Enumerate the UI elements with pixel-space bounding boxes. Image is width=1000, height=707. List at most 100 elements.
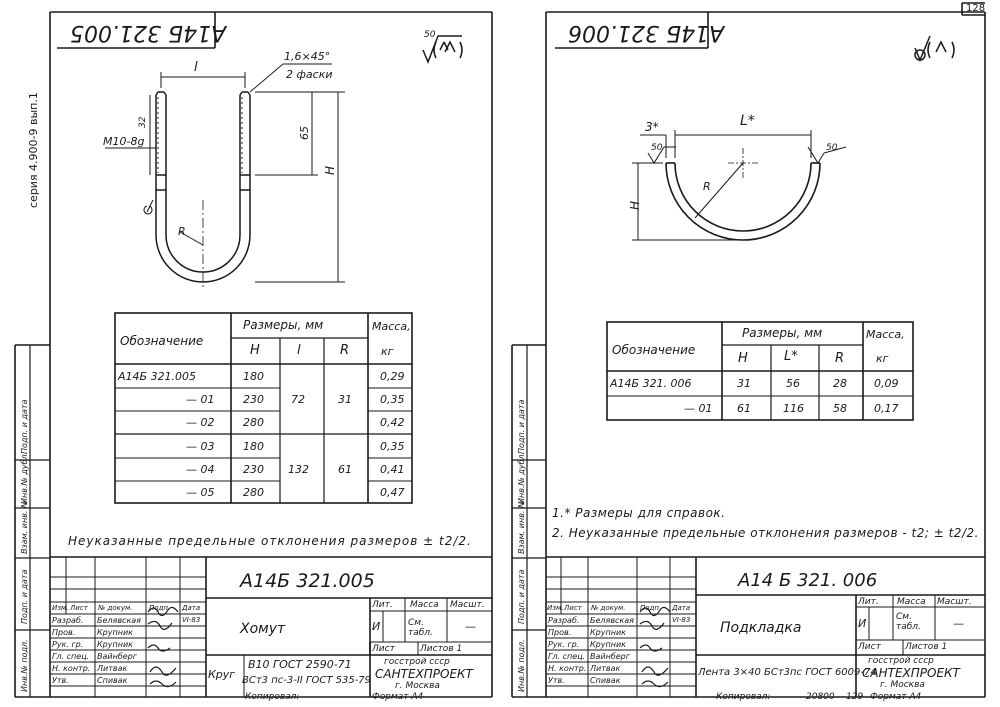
s2-role-2: Пров. bbox=[548, 628, 572, 637]
t1-row6-H: 280 bbox=[243, 486, 264, 499]
s2-stamp-material: Лента 3×40 БСт3пс ГОСТ 6009-74 bbox=[698, 667, 877, 678]
s2-name-1: Белявская bbox=[590, 616, 634, 625]
dim-thread: M10-8g bbox=[103, 135, 145, 148]
s1-stamp-lit: Лит. bbox=[372, 600, 393, 610]
s2-role-5: Н. контр. bbox=[548, 664, 587, 673]
s1-col-izm: Изм. bbox=[52, 604, 69, 612]
t1-row1-H: 180 bbox=[243, 370, 264, 383]
t1-row5-mass: 0,41 bbox=[380, 463, 405, 476]
t1-row4-des: — 03 bbox=[186, 440, 215, 453]
t2-row1-R: 28 bbox=[833, 377, 847, 390]
s1-stamp-scale: Масшт. bbox=[450, 600, 485, 610]
sheet1-note: Неуказанные предельные отклонения размер… bbox=[68, 534, 472, 548]
t1-group2-R: 61 bbox=[338, 463, 352, 476]
s2-side-label-3: Взам. инв. № bbox=[517, 499, 526, 554]
s1-stamp-org1: госстрой ссср bbox=[384, 657, 450, 667]
s1-stamp-org2: САНТЕХПРОЕКТ bbox=[375, 667, 473, 681]
s2-stamp-org2: САНТЕХПРОЕКТ bbox=[862, 666, 960, 680]
s2-col-izm: Изм. bbox=[547, 604, 564, 612]
t1-row5-H: 230 bbox=[243, 463, 264, 476]
t2-sub-L: L* bbox=[784, 349, 798, 364]
s2-col-doc: № докум. bbox=[591, 604, 626, 612]
dim-thread-len: 32 bbox=[138, 116, 148, 128]
s1-stamp-sheets: Листов 1 bbox=[420, 644, 463, 654]
s2-col-list: Лист bbox=[564, 604, 582, 612]
pad-roughness-right: 50 bbox=[826, 143, 838, 153]
s1-side-label-5: Подп. и дата bbox=[20, 399, 29, 455]
sheet2-code-mirrored: А14Б 321.006 bbox=[568, 20, 725, 45]
s1-stamp-mass: Масса bbox=[410, 600, 439, 610]
s1-role-5: Н. контр. bbox=[52, 664, 91, 673]
s2-stamp-sheet: Лист bbox=[858, 642, 881, 652]
s2-stamp-lit-val: И bbox=[858, 617, 867, 630]
s1-stamp-sheet: Лист bbox=[372, 644, 395, 654]
s2-stamp-sheets: Листов 1 bbox=[905, 642, 948, 652]
pad-dim-3: 3* bbox=[645, 120, 659, 134]
s1-col-date: Дата bbox=[182, 604, 201, 612]
s2-copied: Копировал: bbox=[716, 692, 771, 702]
s2-name-3: Крупник bbox=[590, 640, 626, 649]
s2-name-4: Вайнберг bbox=[590, 652, 630, 661]
pad-dim-L: L* bbox=[740, 113, 755, 129]
s1-date: VI-83 bbox=[182, 616, 201, 624]
s2-stamp-code: А14 Б 321. 006 bbox=[738, 570, 878, 591]
t2-head-mass-unit: кг bbox=[876, 352, 889, 365]
t2-head-dims: Размеры, мм bbox=[742, 326, 823, 340]
t1-row6-des: — 05 bbox=[186, 486, 215, 499]
t1-group1-l: 72 bbox=[291, 393, 305, 406]
s1-side-label-1: Инв.№ подл. bbox=[20, 639, 29, 692]
s2-col-date: Дата bbox=[672, 604, 691, 612]
sheet2-note-2: 2. Неуказанные предельные отклонения раз… bbox=[552, 526, 979, 540]
t1-row1-mass: 0,29 bbox=[380, 370, 405, 383]
t1-row4-mass: 0,35 bbox=[380, 440, 405, 453]
t1-sub-H: H bbox=[250, 343, 260, 358]
s2-format: Формат А4 bbox=[870, 692, 922, 702]
t1-group2-l: 132 bbox=[288, 463, 309, 476]
t1-row6-mass: 0,47 bbox=[380, 486, 405, 499]
s2-name-2: Крупник bbox=[590, 628, 626, 637]
s1-name-1: Белявская bbox=[97, 616, 141, 625]
s1-role-2: Пров. bbox=[52, 628, 76, 637]
t1-head-mass-unit: кг bbox=[381, 345, 394, 358]
s2-stamp-org3: г. Москва bbox=[880, 680, 925, 690]
s1-role-1: Разраб. bbox=[52, 616, 84, 625]
pad-roughness-left: 50 bbox=[651, 143, 663, 153]
s2-stamp-scale: Масшт. bbox=[937, 597, 972, 607]
t2-row1-H: 31 bbox=[737, 377, 751, 390]
s2-role-3: Рук. гр. bbox=[548, 640, 580, 649]
sheet1-code-mirrored: А14Б 321.005 bbox=[70, 20, 227, 45]
s2-stamp-mass-val: См. табл. bbox=[896, 612, 921, 632]
s1-side-label-2: Подп. и дата bbox=[20, 569, 29, 625]
t2-sub-H: H bbox=[738, 351, 748, 366]
t2-row1-des: А14Б 321. 006 bbox=[610, 377, 692, 390]
s1-stamp-name: Хомут bbox=[240, 621, 286, 637]
t2-row2-R: 58 bbox=[833, 402, 847, 415]
dim-l: l bbox=[194, 60, 198, 75]
s1-stamp-scale-val: — bbox=[465, 620, 476, 633]
t2-row1-L: 56 bbox=[786, 377, 800, 390]
s1-format: Формат А4 bbox=[372, 692, 424, 702]
t2-row2-L: 116 bbox=[783, 402, 804, 415]
t2-sub-R: R bbox=[835, 351, 845, 366]
t1-row2-H: 230 bbox=[243, 393, 264, 406]
t1-head-designation: Обозначение bbox=[120, 334, 204, 348]
s1-role-4: Гл. спец. bbox=[52, 652, 90, 661]
s1-name-2: Крупник bbox=[97, 628, 133, 637]
s1-col-sign: Подп. bbox=[149, 604, 171, 612]
sheet2-note-1: 1.* Размеры для справок. bbox=[552, 506, 726, 520]
t1-row3-H: 280 bbox=[243, 416, 264, 429]
s1-name-3: Крупник bbox=[97, 640, 133, 649]
t1-sub-l: l bbox=[297, 343, 301, 358]
pad-dim-R: R bbox=[703, 180, 711, 193]
dim-65: 65 bbox=[298, 126, 311, 140]
s2-side-label-5: Подп. и дата bbox=[517, 399, 526, 455]
s1-stamp-material-1: В10 ГОСТ 2590-71 bbox=[248, 658, 352, 671]
s1-col-list: Лист bbox=[70, 604, 88, 612]
t2-head-mass: Масса, bbox=[866, 328, 905, 341]
s1-stamp-lit-val: И bbox=[372, 620, 381, 633]
t2-row2-H: 61 bbox=[737, 402, 751, 415]
t2-row2-des: — 01 bbox=[684, 402, 713, 415]
s1-stamp-org3: г. Москва bbox=[395, 681, 440, 691]
s1-copied: Копировал: bbox=[245, 692, 300, 702]
